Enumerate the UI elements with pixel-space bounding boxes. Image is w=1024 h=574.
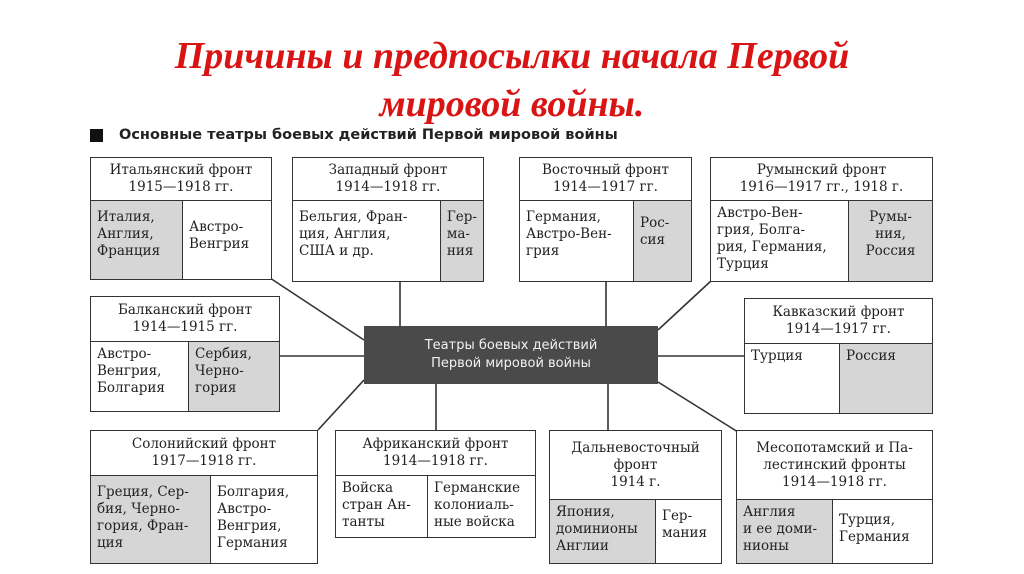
connector-italian [269,277,365,341]
connector-salonika [317,379,365,431]
front-salonika-name: Солонийский фронт [131,436,277,452]
center-line-2: Первой мировой войны [431,356,591,371]
front-romanian-name: Румынский фронт [756,162,887,178]
front-caucasian-body: Турция Россия [745,344,932,413]
front-eastern-body: Германия, Австро-Вен- грия Рос- сия [520,201,691,281]
front-caucasian-turkey: Турция [745,344,840,413]
front-salonika-years: 1917—1918 гг. [151,453,257,469]
front-caucasian-header: Кавказский фронт 1914—1917 гг. [745,299,932,344]
front-african-name: Африканский фронт [362,436,509,452]
front-caucasian-russia: Россия [840,344,932,413]
front-african-years: 1914—1918 гг. [383,453,488,469]
front-fareast-germany: Гер- мания [662,508,708,541]
front-italian-body: Италия, Англия, Франция Австро- Венгрия [91,201,271,279]
front-african-entente: Войска стран Ан- танты [336,476,428,537]
front-balkan: Балканский фронт 1914—1915 гг. Австро- В… [90,296,280,412]
front-fareast: Дальневосточный фронт 1914 г. Япония, до… [549,430,722,564]
center-box: Театры боевых действий Первой мировой во… [364,326,658,384]
front-italian-years: 1915—1918 гг. [128,179,234,195]
front-italian-header: Итальянский фронт 1915—1918 гг. [91,158,271,201]
front-salonika-body: Греция, Сер- бия, Черно- гория, Фран- ци… [91,476,317,563]
front-italian-entente: Италия, Англия, Франция [91,201,183,279]
front-balkan-entente: Сербия, Черно- гория [189,342,279,411]
front-fareast-entente: Япония, доминионы Англии [550,500,656,563]
front-mesopotamian: Месопотамский и Па- лестинский фронты 19… [736,430,933,564]
front-eastern-header: Восточный фронт 1914—1917 гг. [520,158,691,201]
front-balkan-body: Австро- Венгрия, Болгария Сербия, Черно-… [91,342,279,411]
front-salonika-entente: Греция, Сер- бия, Черно- гория, Фран- ци… [91,476,211,563]
subtitle: Основные театры боевых действий Первой м… [119,127,618,143]
front-italian-central: Австро- Венгрия [189,219,250,252]
subtitle-row: Основные театры боевых действий Первой м… [90,125,618,145]
front-western-entente: Бельгия, Фран- ция, Англия, США и др. [293,201,441,281]
connector-mesopotamian [657,381,739,433]
title-line-2: мировой войны. [379,83,645,125]
front-caucasian: Кавказский фронт 1914—1917 гг. Турция Ро… [744,298,933,414]
front-romanian-entente: Румы- ния, Россия [849,201,932,281]
center-line-1: Театры боевых действий [424,338,598,353]
front-western-name: Западный фронт [328,162,448,178]
front-mesopotamian-central: Турция, Германия [839,512,910,545]
front-caucasian-years: 1914—1917 гг. [786,321,891,337]
front-romanian-body: Австро-Вен- грия, Болга- рия, Германия, … [711,201,932,281]
front-salonika-central: Болгария, Австро- Венгрия, Германия [217,484,290,551]
front-eastern-central: Германия, Австро-Вен- грия [520,201,634,281]
front-italian-name: Итальянский фронт [109,162,253,178]
front-balkan-name: Балканский фронт [117,302,253,318]
front-fareast-header: Дальневосточный фронт 1914 г. [550,431,721,500]
front-western-central: Гер- ма- ния [440,201,483,281]
front-african-german: Германские колониаль- ные войска [434,480,521,530]
front-salonika-header: Солонийский фронт 1917—1918 гг. [91,431,317,476]
front-western-years: 1914—1918 гг. [335,179,441,195]
front-eastern-years: 1914—1917 гг. [553,179,658,195]
square-bullet-icon [90,128,103,142]
front-mesopotamian-entente: Англия и ее доми- нионы [737,500,833,563]
front-african-body: Войска стран Ан- танты Германские колони… [336,476,535,537]
connector-romanian [657,279,713,331]
front-eastern-russia: Рос- сия [634,201,691,281]
front-western-body: Бельгия, Фран- ция, Англия, США и др. Ге… [293,201,483,281]
front-romanian-central: Австро-Вен- грия, Болга- рия, Германия, … [711,201,849,281]
front-salonika: Солонийский фронт 1917—1918 гг. Греция, … [90,430,318,564]
front-eastern-name: Восточный фронт [542,162,669,178]
front-romanian-years: 1916—1917 гг., 1918 г. [739,179,904,195]
front-balkan-central: Австро- Венгрия, Болгария [91,342,189,411]
front-balkan-years: 1914—1915 гг. [132,319,238,335]
front-mesopotamian-header: Месопотамский и Па- лестинский фронты 19… [737,431,932,500]
front-balkan-header: Балканский фронт 1914—1915 гг. [91,297,279,342]
front-italian: Итальянский фронт 1915—1918 гг. Италия, … [90,157,272,280]
front-romanian: Румынский фронт 1916—1917 гг., 1918 г. А… [710,157,933,282]
front-african: Африканский фронт 1914—1918 гг. Войска с… [335,430,536,538]
title-line-1: Причины и предпосылки начала Первой [174,35,850,77]
front-mesopotamian-name: Месопотамский и Па- лестинский фронты [756,439,913,473]
front-romanian-header: Румынский фронт 1916—1917 гг., 1918 г. [711,158,932,201]
front-western-header: Западный фронт 1914—1918 гг. [293,158,483,201]
front-african-header: Африканский фронт 1914—1918 гг. [336,431,535,476]
front-western: Западный фронт 1914—1918 гг. Бельгия, Фр… [292,157,484,282]
front-mesopotamian-body: Англия и ее доми- нионы Турция, Германия [737,500,932,563]
front-fareast-body: Япония, доминионы Англии Гер- мания [550,500,721,563]
front-eastern: Восточный фронт 1914—1917 гг. Германия, … [519,157,692,282]
front-caucasian-name: Кавказский фронт [772,304,905,320]
front-mesopotamian-years: 1914—1918 гг. [782,473,887,490]
